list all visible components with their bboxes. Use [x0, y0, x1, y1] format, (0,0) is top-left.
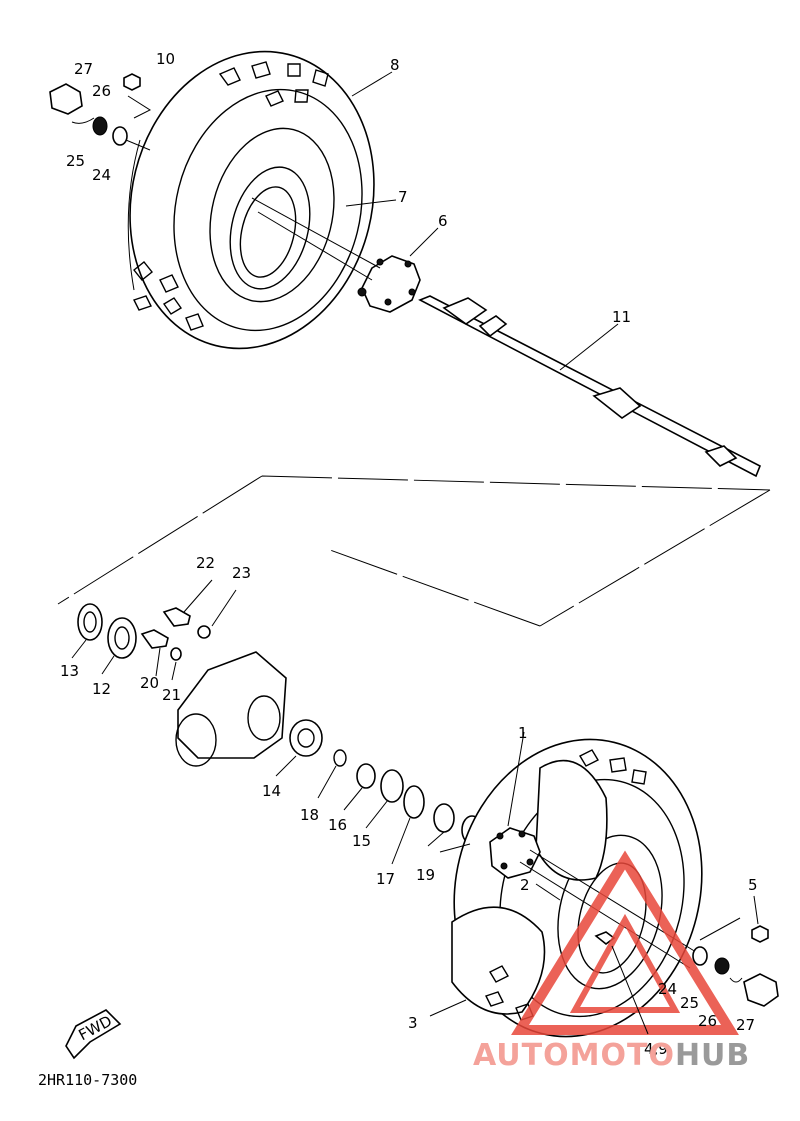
callout-14: 14 [262, 782, 281, 800]
upper-hub [357, 255, 421, 313]
forward-arrow-icon: FWD [65, 1009, 122, 1060]
callout-18: 18 [300, 806, 319, 824]
callout-20: 20 [140, 674, 159, 692]
callout-11: 11 [612, 308, 631, 326]
bearing-housing-parts [77, 603, 483, 845]
callout-13: 13 [60, 662, 79, 680]
callout-15: 15 [352, 832, 371, 850]
upper-fasteners [49, 73, 152, 151]
callout-25-lower: 25 [680, 994, 699, 1012]
callout-21: 21 [162, 686, 181, 704]
callout-26-lower: 26 [698, 1012, 717, 1030]
callout-22: 22 [196, 554, 215, 572]
callout-12: 12 [92, 680, 111, 698]
callout-24-lower: 24 [658, 980, 677, 998]
callout-27-upper: 27 [74, 60, 93, 78]
upper-tire [127, 50, 375, 350]
callout-labels: 8 7 6 11 10 27 26 25 24 22 23 13 12 20 2… [60, 50, 758, 1058]
callout-1: 1 [518, 724, 528, 742]
watermark-part1: AUTOMOTO [473, 1038, 675, 1073]
callout-5: 5 [748, 876, 758, 894]
callout-16: 16 [328, 816, 347, 834]
lower-tire [451, 738, 703, 1038]
callout-23: 23 [232, 564, 251, 582]
callout-25-upper: 25 [66, 152, 85, 170]
callout-7: 7 [398, 188, 408, 206]
rear-axle [251, 197, 762, 478]
leader-lines [71, 71, 759, 1035]
assembly-reference-lines [57, 475, 771, 627]
part-code: 2HR110-7300 [38, 1071, 138, 1089]
callout-6: 6 [438, 212, 448, 230]
callout-8: 8 [390, 56, 400, 74]
watermark-logo-icon [511, 850, 739, 1035]
lower-fasteners [692, 917, 779, 1007]
callout-27-lower: 27 [736, 1016, 755, 1034]
callout-4-9: 4,9 [644, 1040, 668, 1058]
callout-19: 19 [416, 866, 435, 884]
callout-26-upper: 26 [92, 82, 111, 100]
callout-17: 17 [376, 870, 395, 888]
watermark-part2: HUB [674, 1038, 751, 1073]
callout-3: 3 [408, 1014, 418, 1032]
callout-2: 2 [520, 876, 530, 894]
callout-10: 10 [156, 50, 175, 68]
callout-24-upper: 24 [92, 166, 111, 184]
watermark-text: AUTOMOTOHUB [473, 1038, 750, 1073]
